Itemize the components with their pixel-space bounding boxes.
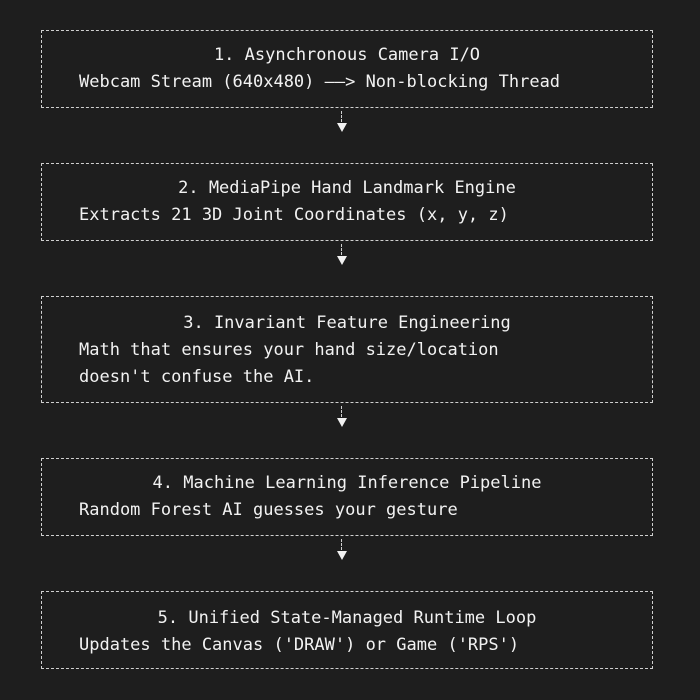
stage-title: 2. MediaPipe Hand Landmark Engine [178, 178, 516, 198]
stage-box-feature-engineering: 3. Invariant Feature Engineering Math th… [41, 296, 653, 403]
stage-title: 3. Invariant Feature Engineering [183, 313, 511, 333]
stage-description-line: Math that ensures your hand size/locatio… [79, 340, 499, 360]
stage-title: 5. Unified State-Managed Runtime Loop [157, 608, 537, 628]
stage-box-ml-inference: 4. Machine Learning Inference Pipeline R… [41, 458, 653, 536]
stage-description-line: Updates the Canvas ('DRAW') or Game ('RP… [79, 635, 520, 655]
connector-line [341, 406, 343, 417]
stage-description-line: Random Forest AI guesses your gesture [79, 500, 458, 520]
flow-connector [336, 111, 348, 137]
stage-title: 4. Machine Learning Inference Pipeline [152, 473, 542, 493]
stage-box-camera-io: 1. Asynchronous Camera I/O Webcam Stream… [41, 30, 653, 108]
stage-box-runtime-loop: 5. Unified State-Managed Runtime Loop Up… [41, 591, 653, 669]
down-arrow-icon [337, 418, 347, 427]
stage-title: 1. Asynchronous Camera I/O [213, 45, 481, 65]
stage-description-line: Extracts 21 3D Joint Coordinates (x, y, … [79, 205, 509, 225]
down-arrow-icon [337, 123, 347, 132]
flow-connector [336, 244, 348, 270]
stage-description-line: doesn't confuse the AI. [79, 367, 315, 387]
flow-connector [336, 539, 348, 565]
stage-description-line: Webcam Stream (640x480) ——> Non-blocking… [79, 72, 561, 92]
stage-box-hand-landmark-engine: 2. MediaPipe Hand Landmark Engine Extrac… [41, 163, 653, 241]
down-arrow-icon [337, 256, 347, 265]
connector-line [341, 539, 343, 550]
connector-line [341, 244, 343, 255]
flow-connector [336, 406, 348, 432]
down-arrow-icon [337, 551, 347, 560]
connector-line [341, 111, 343, 122]
